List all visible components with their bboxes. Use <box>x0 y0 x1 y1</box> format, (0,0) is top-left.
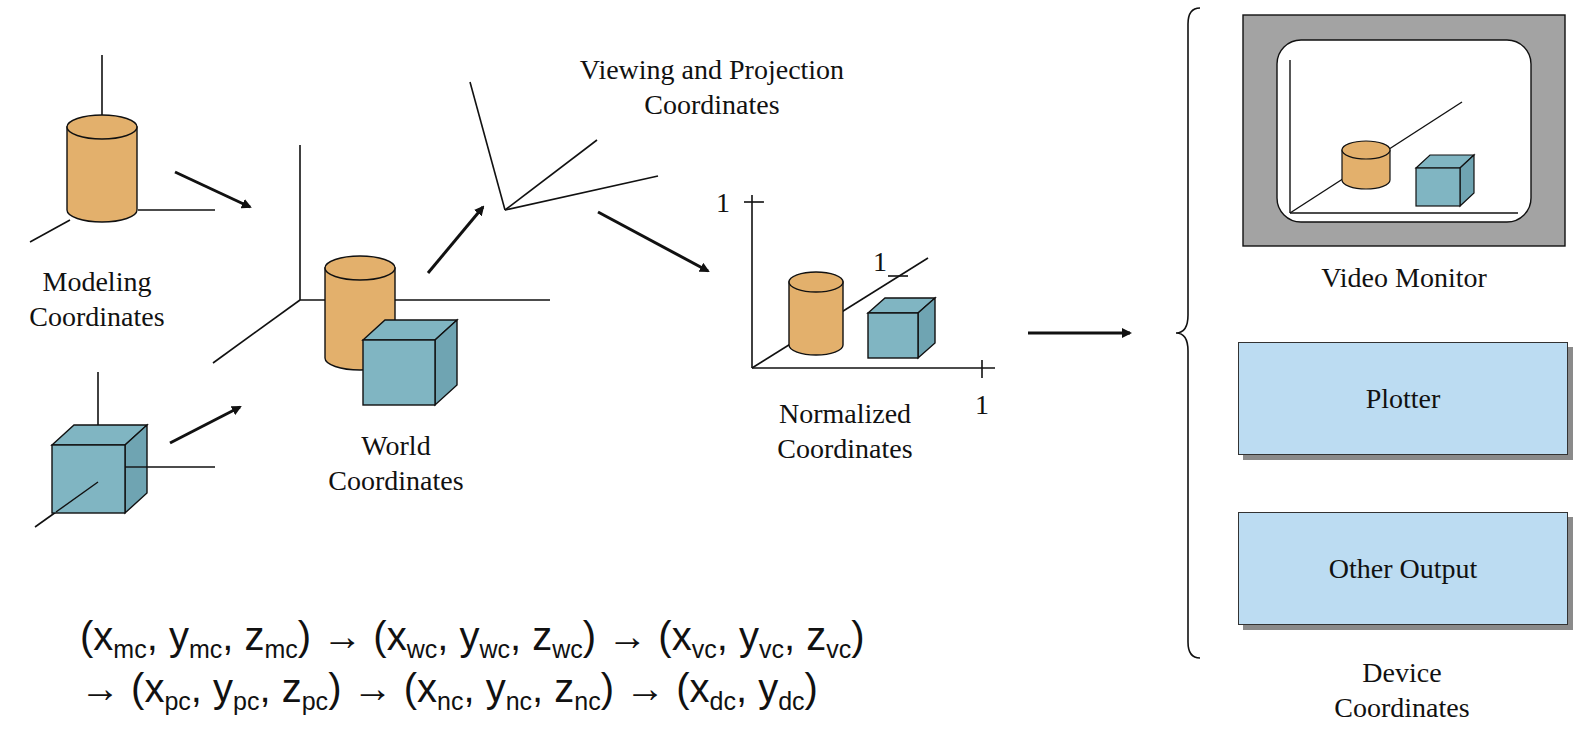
formula-text: → (x <box>80 666 164 710</box>
formula-text: , z <box>532 666 574 710</box>
coordinate-formula: → (xpc, ypc, zpc) → (xnc, ync, znc) → (x… <box>80 664 818 725</box>
subscript: dc <box>778 687 804 715</box>
space-label: Modeling Coordinates <box>17 264 177 334</box>
formula-text: ) → (x <box>601 666 710 710</box>
subscript: vc <box>759 635 784 663</box>
subscript: wc <box>407 635 438 663</box>
space-label: Device Coordinates <box>1312 655 1492 725</box>
subscript: mc <box>264 635 297 663</box>
subscript: pc <box>164 687 190 715</box>
formula-text: , y <box>437 614 479 658</box>
coordinate-formula: (xmc, ymc, zmc) → (xwc, ywc, zwc) → (xvc… <box>80 612 864 673</box>
axis-tick-number: 1 <box>967 387 997 422</box>
node-label: Plotter <box>1366 382 1441 416</box>
subscript: nc <box>574 687 600 715</box>
formula-text: , y <box>463 666 505 710</box>
node-label: Other Output <box>1329 552 1478 586</box>
subscript: dc <box>710 687 736 715</box>
space-label: Viewing and Projection Coordinates <box>552 52 872 122</box>
subscript: wc <box>552 635 583 663</box>
video-monitor: Video Monitor <box>1243 15 1565 295</box>
formula-text: ) → (x <box>298 614 407 658</box>
formula-text: , z <box>222 614 264 658</box>
formula-text: , z <box>784 614 826 658</box>
formula-text: ) → (x <box>328 666 437 710</box>
space-label: Normalized Coordinates <box>755 396 935 466</box>
output-box: Other Output <box>1238 512 1568 625</box>
subscript: nc <box>437 687 463 715</box>
formula-text: , y <box>191 666 233 710</box>
subscript: vc <box>692 635 717 663</box>
formula-text: , y <box>736 666 778 710</box>
subscript: pc <box>233 687 259 715</box>
formula-text: ) <box>851 614 864 658</box>
axis-tick-number: 1 <box>708 185 738 220</box>
formula-text: ) <box>805 666 818 710</box>
formula-text: , z <box>510 614 552 658</box>
subscript: nc <box>506 687 532 715</box>
space-label: World Coordinates <box>311 428 481 498</box>
formula-text: ) → (x <box>583 614 692 658</box>
subscript: mc <box>189 635 222 663</box>
subscript: vc <box>826 635 851 663</box>
subscript: mc <box>113 635 146 663</box>
subscript: wc <box>479 635 510 663</box>
formula-text: , y <box>147 614 189 658</box>
formula-text: , y <box>717 614 759 658</box>
output-box: Plotter <box>1238 342 1568 455</box>
formula-text: , z <box>259 666 301 710</box>
subscript: pc <box>302 687 328 715</box>
axis-tick-number: 1 <box>865 244 895 279</box>
formula-text: (x <box>80 614 113 658</box>
node-label: Video Monitor <box>1321 261 1487 295</box>
